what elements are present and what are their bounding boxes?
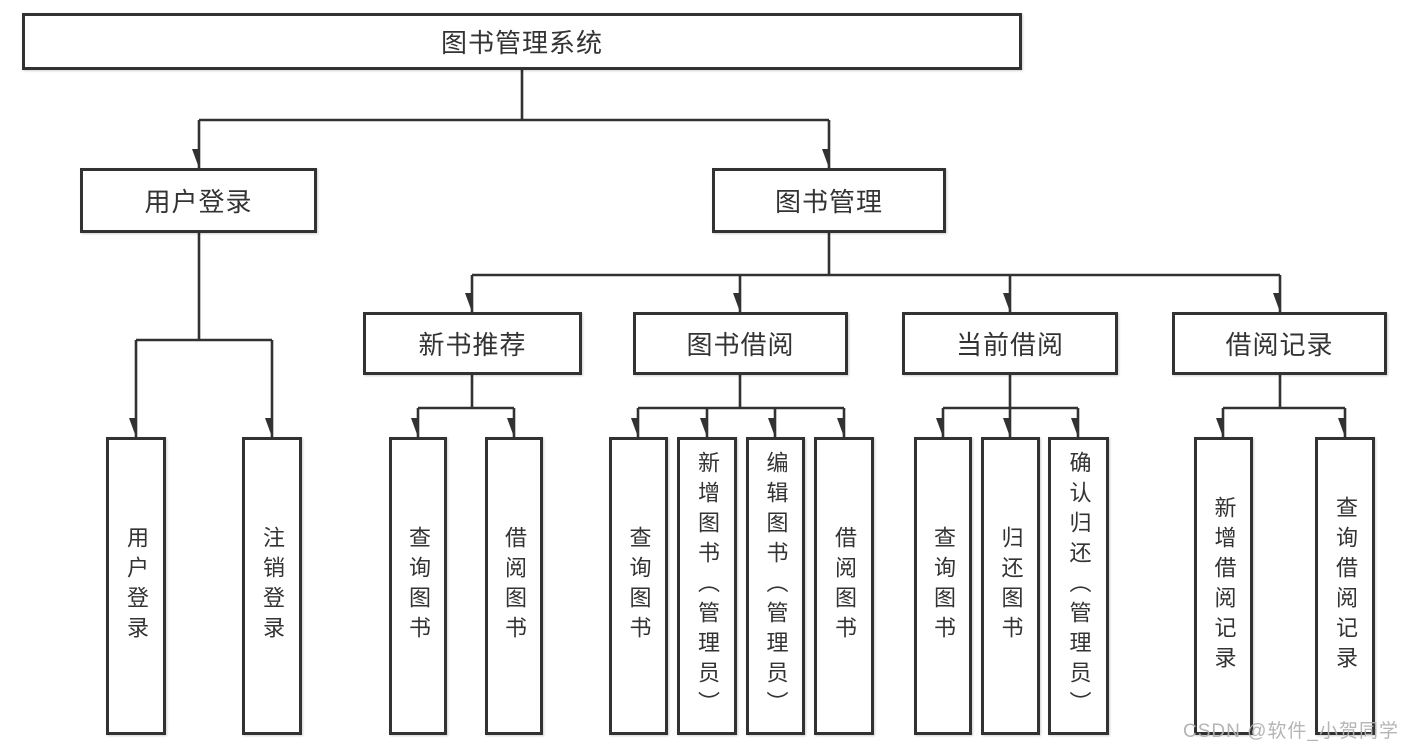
node-label: 归还图书 (998, 526, 1024, 646)
leaf-query-books-current: 查询图书 (914, 437, 972, 735)
leaf-query-borrow-record: 查询借阅记录 (1315, 437, 1375, 735)
node-new-book-recommend: 新书推荐 (363, 312, 582, 375)
node-label: 新增借阅记录 (1211, 496, 1237, 676)
node-label: 图书借阅 (686, 330, 795, 360)
node-book-management: 图书管理 (712, 168, 946, 233)
node-label: 查询图书 (626, 526, 652, 646)
node-label: 当前借阅 (955, 330, 1064, 360)
node-label: 新书推荐 (418, 330, 527, 360)
node-label: 图书管理 (774, 187, 883, 217)
leaf-user-login: 用户登录 (106, 437, 166, 735)
node-label: 编辑图书（管理员） (763, 451, 789, 721)
node-label: 查询借阅记录 (1333, 496, 1358, 676)
leaf-add-borrow-record: 新增借阅记录 (1194, 437, 1253, 735)
leaf-borrow-books: 借阅图书 (814, 437, 874, 735)
leaf-borrow-books-recommend: 借阅图书 (485, 437, 543, 735)
node-book-borrow: 图书借阅 (633, 312, 848, 375)
node-label: 确认归还（管理员） (1066, 451, 1092, 721)
node-current-borrow: 当前借阅 (902, 312, 1118, 375)
node-label: 用户登录 (144, 187, 253, 217)
node-label: 用户登录 (124, 526, 149, 646)
csdn-watermark: CSDN @软件_小贺同学 (1183, 721, 1399, 742)
node-label: 图书管理系统 (440, 28, 603, 58)
node-label: 新增图书（管理员） (695, 451, 720, 721)
node-label: 借阅图书 (502, 526, 527, 646)
leaf-logout: 注销登录 (242, 437, 302, 735)
leaf-query-books-recommend: 查询图书 (389, 437, 447, 735)
leaf-query-books-borrow: 查询图书 (609, 437, 668, 735)
node-label: 注销登录 (260, 526, 285, 646)
leaf-edit-books-admin: 编辑图书（管理员） (746, 437, 805, 735)
leaf-add-books-admin: 新增图书（管理员） (677, 437, 737, 735)
node-borrow-records: 借阅记录 (1172, 312, 1387, 375)
node-user-login: 用户登录 (80, 168, 317, 233)
leaf-return-books: 归还图书 (981, 437, 1040, 735)
node-label: 查询图书 (406, 526, 431, 646)
node-label: 查询图书 (931, 526, 956, 646)
node-label: 借阅记录 (1225, 330, 1334, 360)
node-label: 借阅图书 (832, 526, 857, 646)
leaf-confirm-return-admin: 确认归还（管理员） (1048, 437, 1109, 735)
node-library-system: 图书管理系统 (22, 13, 1022, 70)
